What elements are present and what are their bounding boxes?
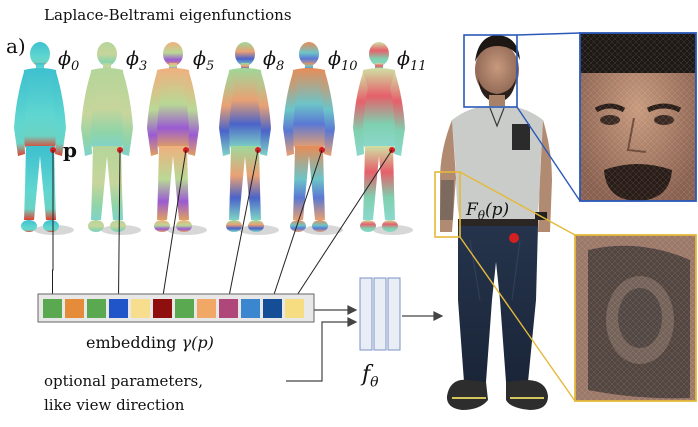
optional-params-line-2: like view direction xyxy=(44,396,185,414)
embedding-cell xyxy=(131,299,150,318)
point-label: p xyxy=(63,138,77,162)
tattoo-zoom-frame xyxy=(574,234,697,402)
leader-line xyxy=(52,150,54,299)
output-point-marker xyxy=(509,233,519,243)
flow-arrows xyxy=(286,305,444,382)
eigenfunction-symbol: ϕ xyxy=(263,48,276,70)
face-source-box xyxy=(463,34,518,108)
leader-line xyxy=(118,149,121,300)
eigenfunction-label-3: ϕ3 xyxy=(126,48,147,74)
eigenfunction-figure-5 xyxy=(147,42,199,232)
embedding-cell xyxy=(175,299,194,318)
leader-line xyxy=(294,149,393,300)
eigenfunction-label-11: ϕ11 xyxy=(397,48,427,74)
panel-label: a) xyxy=(6,34,26,58)
eigenfunction-index: 0 xyxy=(70,58,80,74)
eigenfunction-label-10: ϕ10 xyxy=(328,48,358,74)
network-label-main: f xyxy=(362,362,371,387)
leader-line xyxy=(162,149,187,300)
leader-lines xyxy=(52,149,393,300)
output-label-main: F xyxy=(466,200,478,220)
eigenfunction-index: 8 xyxy=(275,58,285,74)
face-zoom-frame xyxy=(579,32,697,202)
embedding-cell xyxy=(197,299,216,318)
eigenfunction-index: 10 xyxy=(340,58,358,74)
eigenfunction-index: 3 xyxy=(138,58,148,74)
embedding-cell xyxy=(285,299,304,318)
network-block xyxy=(359,277,401,351)
eigenfunction-symbol: ϕ xyxy=(58,48,71,70)
tattoo-zoom-inset xyxy=(575,235,696,401)
embedding-cell xyxy=(109,299,128,318)
network-label-sub: θ xyxy=(370,374,379,391)
man-photo xyxy=(440,35,552,410)
embedding-cell xyxy=(263,299,282,318)
embedding-label-text: embedding xyxy=(86,333,182,352)
leader-line xyxy=(228,149,259,300)
optional-params-line-1: optional parameters, xyxy=(44,372,203,390)
tattoo-source-box xyxy=(434,171,461,238)
eigenfunction-symbol: ϕ xyxy=(397,48,410,70)
embedding-cell xyxy=(65,299,84,318)
embedding-label-math: γ(p) xyxy=(181,333,214,352)
embedding-cell xyxy=(219,299,238,318)
output-label: Fθ(p) xyxy=(466,200,509,222)
output-label-sub: θ xyxy=(477,208,486,223)
network-label: fθ xyxy=(362,362,379,390)
face-zoom-inset xyxy=(580,33,696,201)
eigenfunction-label-5: ϕ5 xyxy=(193,48,214,74)
eigenfunction-symbol: ϕ xyxy=(126,48,139,70)
embedding-cell xyxy=(241,299,260,318)
eigenfunction-symbol: ϕ xyxy=(193,48,206,70)
embedding-label: embedding γ(p) xyxy=(86,333,214,352)
eigenfunction-label-0: ϕ0 xyxy=(58,48,79,74)
eigenfunction-label-8: ϕ8 xyxy=(263,48,284,74)
embedding-vector xyxy=(37,293,315,323)
embedding-cell xyxy=(153,299,172,318)
output-label-arg: (p) xyxy=(485,200,510,220)
diagram-title: Laplace-Beltrami eigenfunctions xyxy=(44,6,292,24)
embedding-cell xyxy=(87,299,106,318)
eigenfunction-index: 11 xyxy=(409,58,427,74)
eigenfunction-index: 5 xyxy=(205,58,215,74)
leader-line xyxy=(272,149,323,300)
embedding-cell xyxy=(43,299,62,318)
zoom-frames xyxy=(434,32,697,402)
eigenfunction-symbol: ϕ xyxy=(328,48,341,70)
